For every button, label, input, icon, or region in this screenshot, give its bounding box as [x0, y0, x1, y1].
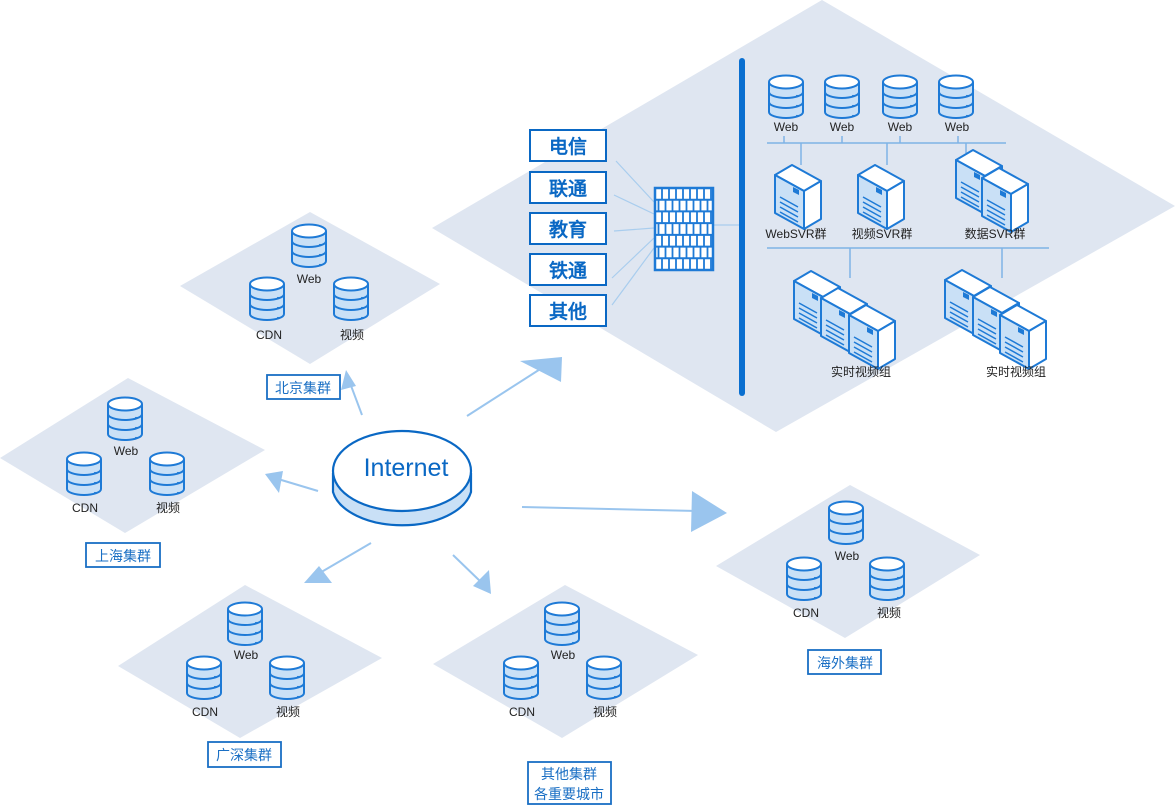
node-label: Web: [551, 648, 576, 662]
isp-link-unicom[interactable]: 联通: [529, 171, 607, 204]
database-icon: [227, 601, 263, 646]
isp-link-railcom[interactable]: 铁通: [529, 253, 607, 286]
arrow-head-guangshen: [304, 566, 332, 583]
database-icon: [869, 556, 905, 601]
web-server-label: Web: [830, 120, 855, 134]
node-label: 视频: [156, 500, 180, 515]
server-group-websvr[interactable]: WebSVR群: [765, 164, 827, 241]
database-icon: [149, 451, 185, 496]
server-group-datasvr[interactable]: 数据SVR群: [955, 149, 1029, 241]
realtime-video-group-2[interactable]: 实时视频组: [944, 269, 1047, 379]
database-icon: [828, 500, 864, 545]
node-label: 视频: [877, 605, 901, 620]
node-label: CDN: [256, 328, 282, 342]
web-server[interactable]: [938, 74, 974, 119]
cluster-name: 海外集群: [817, 655, 873, 671]
cluster-name: 北京集群: [275, 380, 331, 396]
node-label: 视频: [340, 327, 364, 342]
server-group-label: 数据SVR群: [965, 226, 1026, 241]
web-server-label: Web: [774, 120, 799, 134]
node-label: Web: [297, 272, 322, 286]
database-icon: [291, 223, 327, 268]
arrow-head-datacenter: [520, 357, 562, 382]
server-group-label: WebSVR群: [765, 227, 826, 241]
database-icon: [333, 276, 369, 321]
database-icon: [107, 396, 143, 441]
web-server[interactable]: [768, 74, 804, 119]
isp-links: 电信 联通 教育 铁通 其他: [529, 129, 607, 327]
server-group-label: 视频SVR群: [852, 226, 913, 241]
isp-link-label: 铁通: [549, 259, 588, 282]
node-label: 视频: [593, 704, 617, 719]
isp-link-telecom[interactable]: 电信: [529, 129, 607, 162]
database-icon: [66, 451, 102, 496]
database-icon: [544, 601, 580, 646]
realtime-group-label: 实时视频组: [831, 364, 891, 379]
overseas-platform: [716, 485, 980, 638]
isp-link-education[interactable]: 教育: [529, 212, 607, 245]
cluster-name: 其他集群: [541, 766, 597, 782]
web-server[interactable]: [824, 74, 860, 119]
arrow-head-beijing: [341, 370, 356, 390]
node-label: Web: [234, 648, 259, 662]
arrow-head-other: [473, 570, 491, 594]
server-group-videosvr[interactable]: 视频SVR群: [852, 164, 913, 241]
node-label: Web: [835, 549, 860, 563]
cluster-shanghai[interactable]: Web CDN 视频 上海集群: [66, 396, 185, 568]
other-platform: [433, 585, 698, 738]
node-label: CDN: [72, 501, 98, 515]
cluster-name: 广深集群: [216, 747, 272, 763]
arrow-to-overseas: [521, 506, 699, 512]
cluster-guangshen[interactable]: Web CDN 视频 广深集群: [186, 601, 305, 768]
database-icon: [249, 276, 285, 321]
arrow-to-shanghai: [277, 478, 319, 492]
isp-link-other[interactable]: 其他: [529, 294, 607, 327]
isp-link-label: 其他: [549, 300, 587, 323]
beijing-platform: [180, 212, 440, 364]
arrow-to-other: [452, 554, 483, 584]
web-server-label: Web: [888, 120, 913, 134]
database-icon: [186, 655, 222, 700]
web-server-label: Web: [945, 120, 970, 134]
guangshen-platform: [118, 585, 382, 738]
backbone-bus: [739, 58, 745, 396]
database-icon: [786, 556, 822, 601]
isp-connection-lines: [611, 160, 740, 306]
node-label: CDN: [509, 705, 535, 719]
cluster-overseas[interactable]: Web CDN 视频 海外集群: [786, 500, 905, 675]
node-label: CDN: [192, 705, 218, 719]
arrow-to-datacenter: [466, 365, 546, 417]
internet-node[interactable]: Internet: [331, 429, 473, 527]
realtime-video-group-1[interactable]: 实时视频组: [793, 270, 896, 379]
shanghai-platform: [0, 378, 265, 533]
node-label: Web: [114, 444, 139, 458]
node-label: CDN: [793, 606, 819, 620]
isp-link-label: 教育: [549, 218, 587, 241]
isp-link-label: 联通: [549, 178, 588, 200]
arrows: [265, 357, 727, 594]
database-icon: [586, 655, 622, 700]
cluster-beijing[interactable]: Web CDN 视频 北京集群: [249, 223, 369, 400]
internet-disk-top: [331, 429, 473, 513]
arrow-to-beijing: [349, 382, 363, 416]
database-icon: [503, 655, 539, 700]
cluster-subtitle: 各重要城市: [534, 786, 604, 802]
server-icon: [999, 304, 1047, 370]
realtime-group-label: 实时视频组: [986, 364, 1046, 379]
internet-label: Internet: [364, 454, 449, 482]
arrow-to-guangshen: [317, 542, 372, 575]
database-icon: [269, 655, 305, 700]
arrow-head-shanghai: [265, 471, 283, 493]
web-server-row: Web Web Web Web: [768, 74, 974, 134]
firewall-icon[interactable]: [653, 186, 715, 272]
web-server[interactable]: [882, 74, 918, 119]
node-label: 视频: [276, 704, 300, 719]
cluster-other[interactable]: Web CDN 视频 其他集群 各重要城市: [503, 601, 622, 805]
isp-link-label: 电信: [549, 135, 587, 158]
cluster-name: 上海集群: [95, 548, 151, 564]
network-bus-lines: [767, 136, 1049, 278]
arrow-head-overseas: [691, 491, 727, 532]
